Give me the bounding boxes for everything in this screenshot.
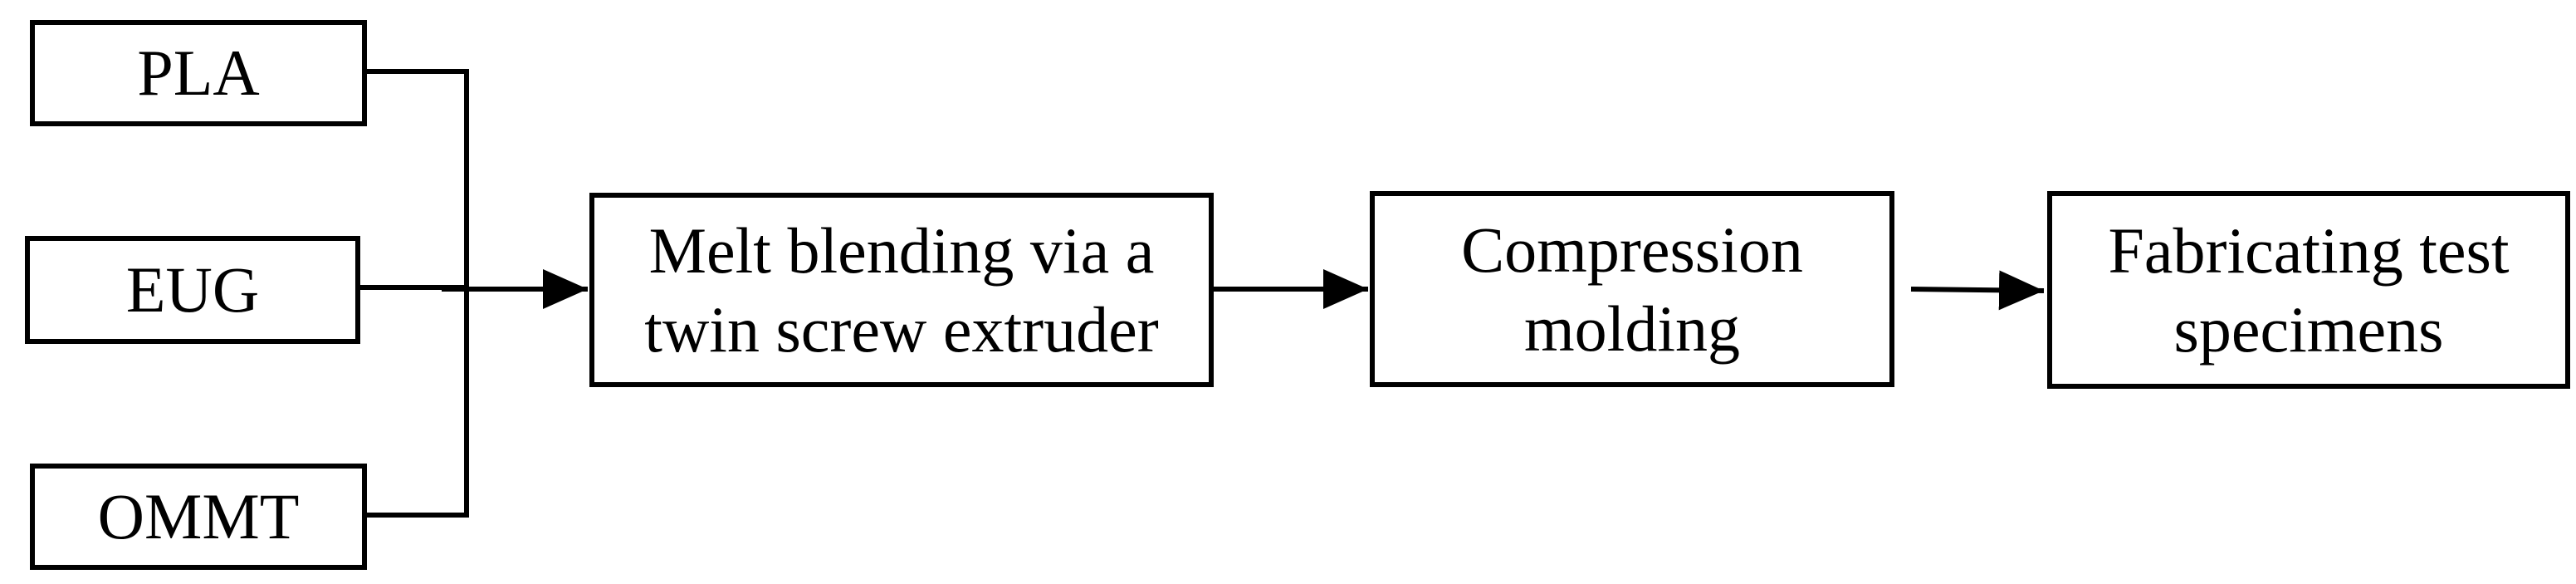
input-box-ommt: OMMT xyxy=(30,464,367,570)
step-compression-molding-line2: molding xyxy=(1523,292,1740,365)
input-label-pla: PLA xyxy=(137,37,260,110)
step-fabricating-line2: specimens xyxy=(2173,293,2444,366)
step-melt-blending-line1: Melt blending via a xyxy=(648,213,1155,287)
step-box-fabricating: Fabricating test specimens xyxy=(2047,191,2570,389)
input-label-eug: EUG xyxy=(125,253,260,326)
input-box-eug: EUG xyxy=(25,236,360,344)
input-label-ommt: OMMT xyxy=(97,480,300,553)
step-fabricating-line1: Fabricating test xyxy=(2108,213,2510,287)
step-compression-molding-line1: Compression xyxy=(1461,213,1803,286)
step-box-melt-blending: Melt blending via a twin screw extruder xyxy=(589,193,1214,387)
input-box-pla: PLA xyxy=(30,20,367,126)
arrow-to-fabricating xyxy=(1910,270,2045,311)
step-box-compression-molding: Compression molding xyxy=(1370,191,1894,387)
step-melt-blending-line2: twin screw extruder xyxy=(644,293,1159,366)
